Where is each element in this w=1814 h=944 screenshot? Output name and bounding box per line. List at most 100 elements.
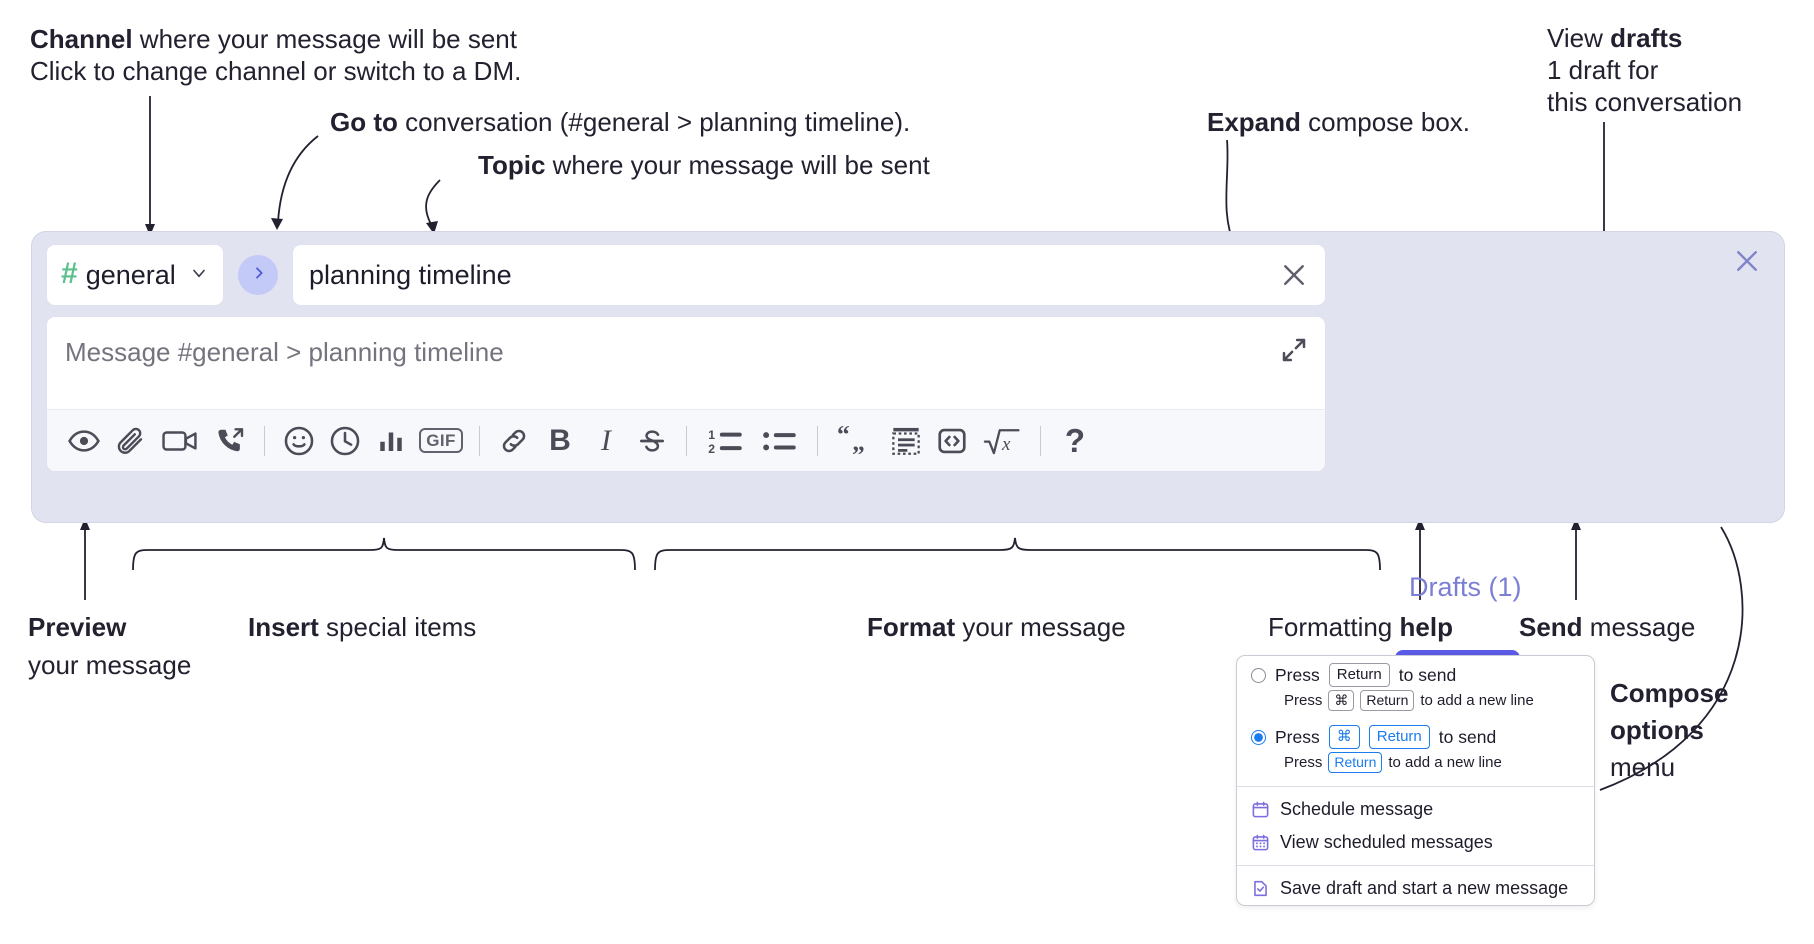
svg-text:“: “ xyxy=(837,426,850,448)
emoji-button[interactable] xyxy=(276,418,322,464)
calendar-icon xyxy=(1251,800,1270,819)
key-return: Return xyxy=(1360,690,1415,712)
annotation-format: Format your message xyxy=(867,612,1126,644)
code-block-icon xyxy=(892,427,920,455)
message-input[interactable]: Message #general > planning timeline xyxy=(47,317,1325,409)
channel-picker[interactable]: # general xyxy=(46,244,224,306)
link-button[interactable] xyxy=(491,418,537,464)
channel-name: general xyxy=(85,259,176,290)
calendar-grid-icon xyxy=(1251,833,1270,852)
key-return: Return xyxy=(1368,725,1430,750)
formatting-toolbar: GIF B I xyxy=(47,409,1325,471)
math-button[interactable]: x xyxy=(975,418,1029,464)
key-return: Return xyxy=(1328,663,1390,688)
topic-input[interactable]: planning timeline xyxy=(292,244,1326,306)
annotation-send-bold: Send xyxy=(1519,612,1583,642)
compose-options-menu: Press Return to send Press ⌘ Return to a… xyxy=(1236,655,1595,907)
compose-inner: # general planning timeline xyxy=(46,244,1326,472)
send-option-return-sub: Press ⌘ Return to add a new line xyxy=(1284,690,1534,712)
strikethrough-button[interactable] xyxy=(629,418,675,464)
topic-value: planning timeline xyxy=(309,259,512,290)
annotation-preview-bold: Preview xyxy=(28,612,127,642)
inline-code-button[interactable] xyxy=(929,418,975,464)
bulleted-list-icon xyxy=(763,431,796,450)
annotation-channel-sub: Click to change channel or switch to a D… xyxy=(30,56,522,86)
drafts-link[interactable]: Drafts (1) xyxy=(1409,572,1522,602)
annotation-format-bold: Format xyxy=(867,612,956,642)
radio-unselected-icon xyxy=(1251,667,1266,683)
formatting-help-button[interactable]: ? xyxy=(1052,418,1098,464)
annotation-goto-rest: conversation (#general > planning timeli… xyxy=(397,107,911,137)
radio-selected-icon xyxy=(1251,729,1266,745)
preview-button[interactable] xyxy=(61,418,107,464)
phone-forward-icon xyxy=(218,427,244,451)
expand-icon xyxy=(1282,338,1306,362)
code-block-button[interactable] xyxy=(883,418,929,464)
key-command: ⌘ xyxy=(1328,690,1355,712)
expand-compose-button[interactable] xyxy=(1279,335,1309,370)
square-root-icon: x xyxy=(983,428,1020,454)
eye-icon xyxy=(68,429,100,452)
hash-icon: # xyxy=(61,257,78,290)
annotation-insert: Insert special items xyxy=(248,612,476,644)
close-icon xyxy=(1284,265,1304,285)
video-clip-button[interactable] xyxy=(153,418,207,464)
ordered-list-button[interactable]: 1 2 xyxy=(698,418,752,464)
annotation-preview: Preview xyxy=(28,612,126,644)
separator-3 xyxy=(686,425,687,456)
message-box: Message #general > planning timeline xyxy=(46,316,1326,472)
annotation-expand-rest: compose box. xyxy=(1300,107,1471,137)
annotation-topic-rest: where your message will be sent xyxy=(545,150,930,180)
svg-text:2: 2 xyxy=(708,442,715,456)
blockquote-button[interactable]: “ „ xyxy=(829,418,883,464)
annotation-send-rest: message xyxy=(1582,612,1696,642)
annotation-options-2: options xyxy=(1610,715,1704,745)
menu-item-save-draft[interactable]: Save draft and start a new message xyxy=(1237,872,1594,905)
annotation-drafts: View drafts xyxy=(1547,23,1682,55)
send-option-cmd-post: to send xyxy=(1438,726,1497,747)
annotation-insert-bold: Insert xyxy=(248,612,319,642)
clear-topic-button[interactable] xyxy=(1279,260,1309,290)
blockquote-icon: “ „ xyxy=(837,426,865,456)
go-to-conversation-button[interactable] xyxy=(238,255,278,295)
annotation-drafts-sub1: 1 draft for xyxy=(1547,55,1659,85)
key-command: ⌘ xyxy=(1328,725,1360,750)
menu-item-view-scheduled[interactable]: View scheduled messages xyxy=(1237,826,1594,859)
italic-icon: I xyxy=(601,423,611,457)
menu-item-label: Schedule message xyxy=(1280,799,1434,820)
annotation-options-1: Compose xyxy=(1610,678,1729,708)
send-option-return[interactable]: Press Return to send xyxy=(1237,656,1594,689)
close-compose-button[interactable] xyxy=(1732,246,1762,281)
annotation-expand-bold: Expand xyxy=(1207,107,1301,137)
annotation-drafts-lead: View xyxy=(1547,23,1611,53)
bulleted-list-button[interactable] xyxy=(752,418,806,464)
attach-button[interactable] xyxy=(107,418,153,464)
annotation-send: Send message xyxy=(1519,612,1695,644)
annotation-topic: Topic where your message will be sent xyxy=(478,150,930,182)
annotation-channel-rest: where your message will be sent xyxy=(132,24,517,54)
send-option-return-post: to send xyxy=(1398,664,1457,685)
bold-button[interactable]: B xyxy=(537,418,583,464)
message-compose-widget: # general planning timeline xyxy=(32,232,1784,708)
annotation-format-rest: your message xyxy=(955,612,1126,642)
annotation-drafts-bold: drafts xyxy=(1610,23,1683,53)
send-option-cmd-return[interactable]: Press ⌘ Return to send xyxy=(1237,718,1594,751)
separator-2 xyxy=(479,425,480,456)
gif-button[interactable]: GIF xyxy=(414,418,468,464)
reminder-button[interactable] xyxy=(322,418,368,464)
svg-text:x: x xyxy=(1001,433,1011,454)
document-check-icon xyxy=(1251,879,1270,898)
send-option-cmd-pre: Press xyxy=(1275,726,1320,747)
annotation-goto-bold: Go to xyxy=(330,107,398,137)
svg-text:1: 1 xyxy=(708,428,715,442)
question-mark-icon: ? xyxy=(1064,422,1086,459)
smiley-icon xyxy=(284,426,314,455)
bar-chart-icon xyxy=(380,432,402,451)
audio-clip-button[interactable] xyxy=(207,418,253,464)
menu-item-schedule-message[interactable]: Schedule message xyxy=(1237,793,1594,826)
channel-topic-row: # general planning timeline xyxy=(46,244,1326,306)
key-return: Return xyxy=(1328,752,1383,774)
strikethrough-icon xyxy=(640,429,664,452)
poll-button[interactable] xyxy=(368,418,414,464)
italic-button[interactable]: I xyxy=(583,418,629,464)
